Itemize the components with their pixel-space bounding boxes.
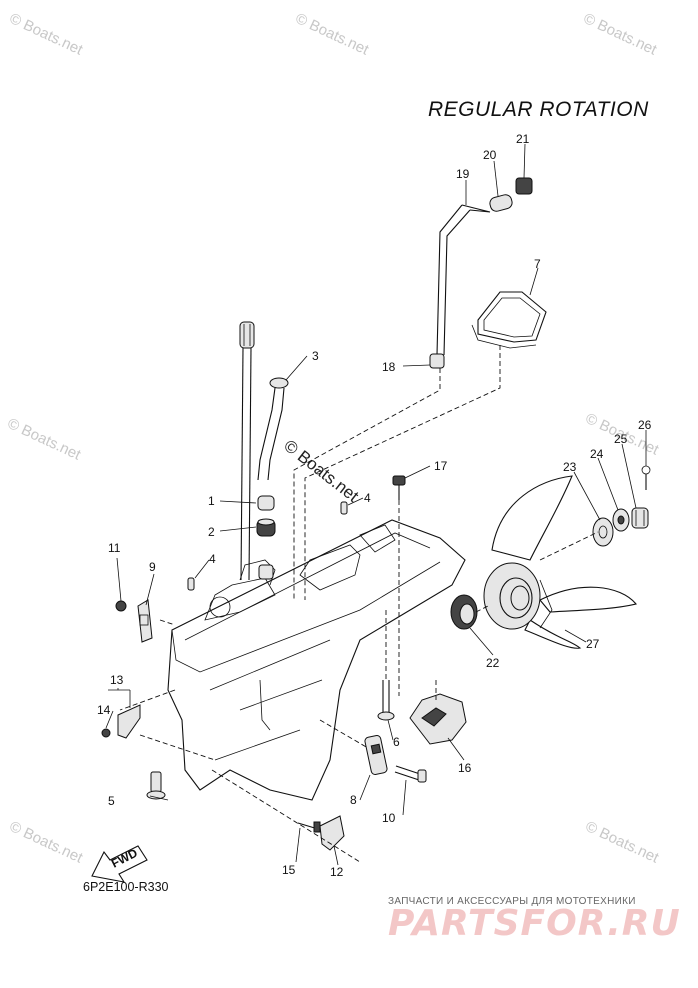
trim-tab-13 [117,704,141,739]
dowel-pin [187,577,195,591]
part-number-label: 14 [97,703,111,717]
part-labels: 1 2 3 4 4 5 6 7 8 9 10 11 12 13 14 15 16… [97,132,652,879]
anode-8 [364,734,388,776]
part-number-label: 18 [382,360,396,374]
part-number-label: 22 [486,656,500,670]
part-number-label: 11 [108,541,121,555]
part-number-label: 21 [516,132,530,146]
bolt-6 [377,680,395,721]
lower-casing [167,519,466,801]
propeller [483,475,638,649]
part-number-label: 15 [282,863,296,877]
bolt-10 [394,765,427,783]
part-number-label: 4 [209,552,216,566]
part-number-label: 16 [458,761,472,775]
part-number-label: 13 [110,673,124,687]
part-number-label: 9 [149,560,156,574]
nut-11 [115,600,127,612]
part-number-label: 25 [614,432,628,446]
alignment-lines [119,345,599,863]
fwd-arrow-icon: FWD [91,845,148,883]
part-number-label: 3 [312,349,319,363]
promo-banner: ЗАПЧАСТИ И АКСЕССУАРЫ ДЛЯ МОТОТЕХНИКИ PA… [388,896,686,944]
part-number-label: 4 [364,491,371,505]
part-number-label: 27 [586,637,600,651]
water-tube [257,377,289,481]
leader-lines [105,143,647,866]
part-number-label: 10 [382,811,396,825]
part-number-label: 24 [590,447,604,461]
thrust-washer-22 [450,594,478,630]
diagram-code: 6P2E100-R330 [83,880,169,894]
bolt-5 [146,771,166,800]
part-number-label: 23 [563,460,577,474]
water-pipe [429,177,533,369]
anode-9 [137,599,153,643]
promo-subtitle: ЗАПЧАСТИ И АКСЕССУАРЫ ДЛЯ МОТОТЕХНИКИ [388,896,636,907]
part-number-label: 26 [638,418,652,432]
part-number-label: 2 [208,525,215,539]
driveshaft [239,321,255,581]
nut-14 [101,728,111,738]
part-number-label: 1 [208,494,215,508]
cotter-pin-26 [641,465,651,490]
part-number-label: 5 [108,794,115,808]
part-number-label: 12 [330,865,344,879]
part-number-label: 7 [534,257,541,271]
cover-16 [409,693,467,745]
dowel-pin [340,501,348,515]
bolt-15 [297,821,321,833]
part-number-label: 19 [456,167,470,181]
part-number-label: 17 [434,459,448,473]
anode-12 [319,815,345,851]
washer-24 [612,508,630,532]
bolt-17 [392,475,406,500]
part-number-label: 6 [393,735,400,749]
gasket [471,291,547,349]
fwd-label: FWD [109,846,140,871]
nut-25 [631,507,649,529]
promo-brand-logo: PARTSFOR.RU [388,903,681,944]
seal-parts [256,495,276,580]
part-number-label: 8 [350,793,357,807]
spacer-23 [592,517,614,547]
part-number-label: 20 [483,148,497,162]
diagram-title: REGULAR ROTATION [428,98,649,121]
